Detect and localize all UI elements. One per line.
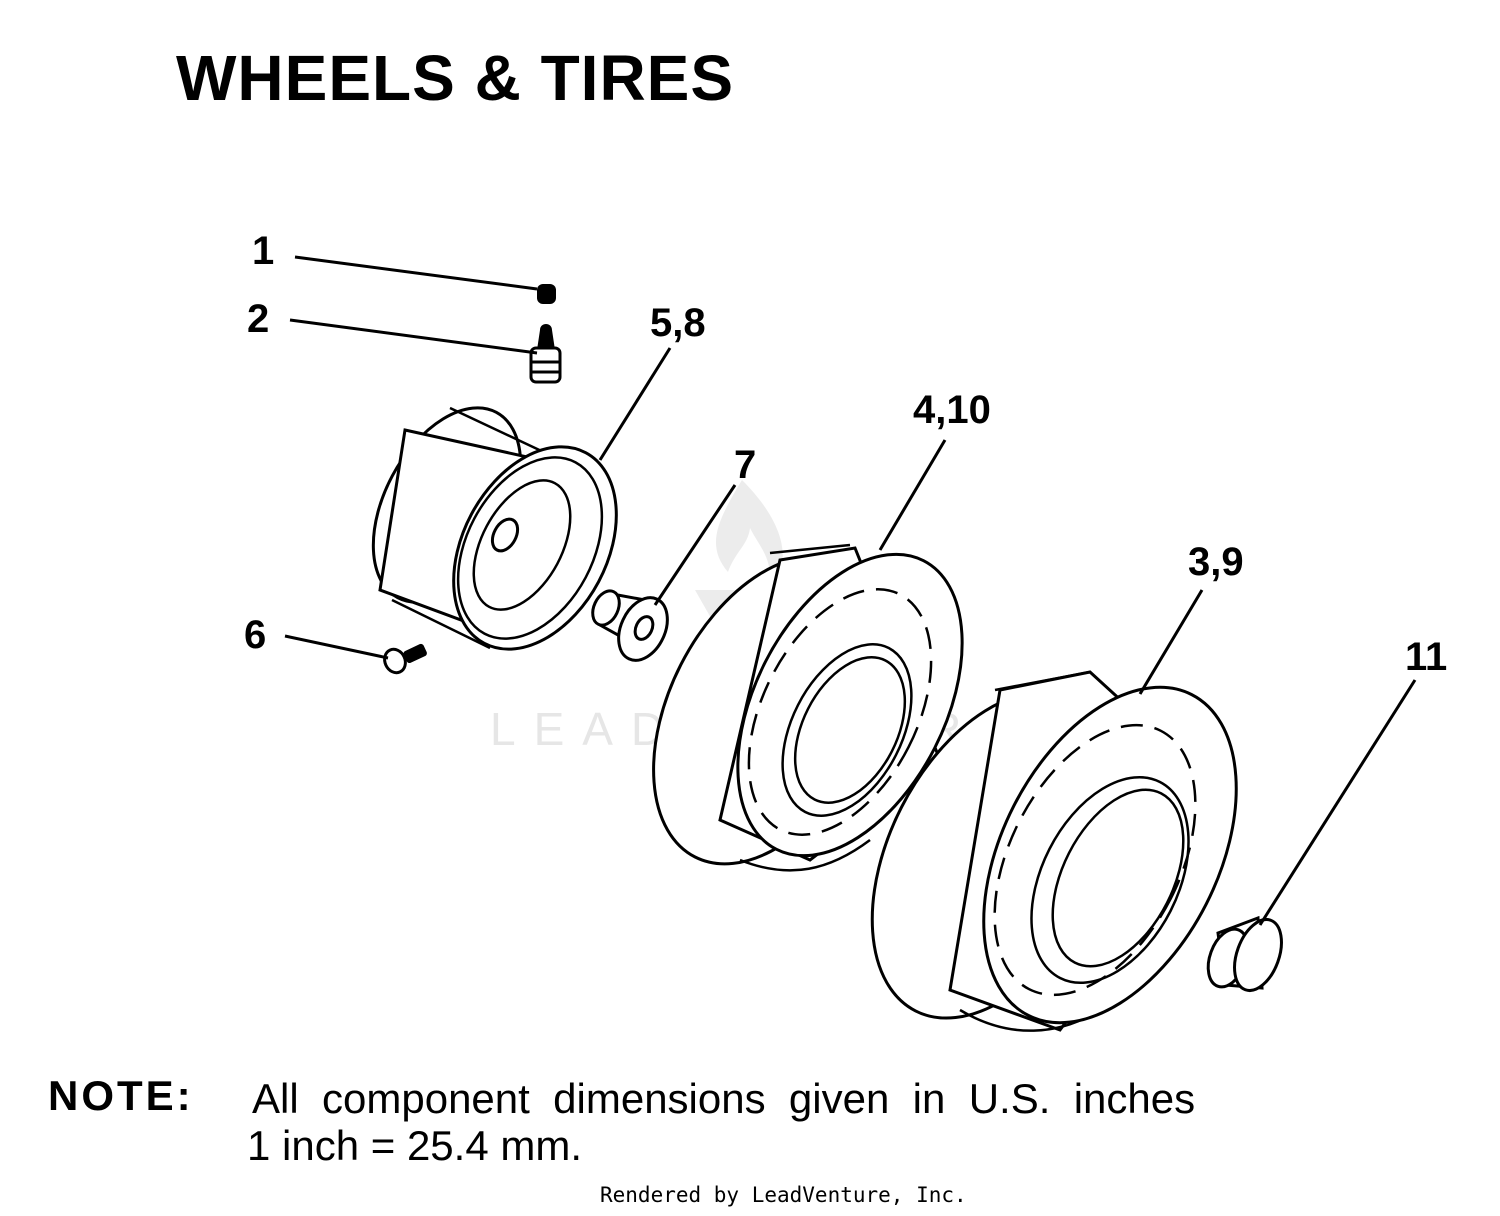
callout-4-10: 4,10 bbox=[913, 388, 991, 432]
bolt-part bbox=[383, 643, 427, 675]
valve-stem-part bbox=[529, 324, 562, 384]
front-tire-part bbox=[652, 543, 964, 872]
bearing-part bbox=[591, 589, 669, 662]
valve-cap-part bbox=[537, 284, 556, 304]
callout-5-8: 5,8 bbox=[650, 301, 706, 345]
note-line-2: 1 inch = 25.4 mm. bbox=[247, 1122, 582, 1169]
hub-cap-part bbox=[1206, 915, 1283, 993]
watermark-flame-icon bbox=[715, 480, 783, 590]
wheel-rim-part bbox=[371, 406, 618, 651]
callout-3-9: 3,9 bbox=[1188, 540, 1244, 584]
callout-7: 7 bbox=[734, 443, 756, 487]
render-credit: Rendered by LeadVenture, Inc. bbox=[600, 1183, 967, 1207]
leader-lines bbox=[284, 255, 1417, 926]
callout-6: 6 bbox=[244, 613, 266, 657]
rear-tire-part bbox=[870, 670, 1238, 1032]
callout-2: 2 bbox=[247, 297, 269, 341]
note-label: NOTE: bbox=[48, 1072, 194, 1119]
callout-11: 11 bbox=[1405, 635, 1447, 679]
callout-1: 1 bbox=[252, 229, 274, 273]
diagram-title: WHEELS & TIRES bbox=[176, 42, 734, 114]
note-line-1: All component dimensions given in U.S. i… bbox=[252, 1075, 1195, 1122]
